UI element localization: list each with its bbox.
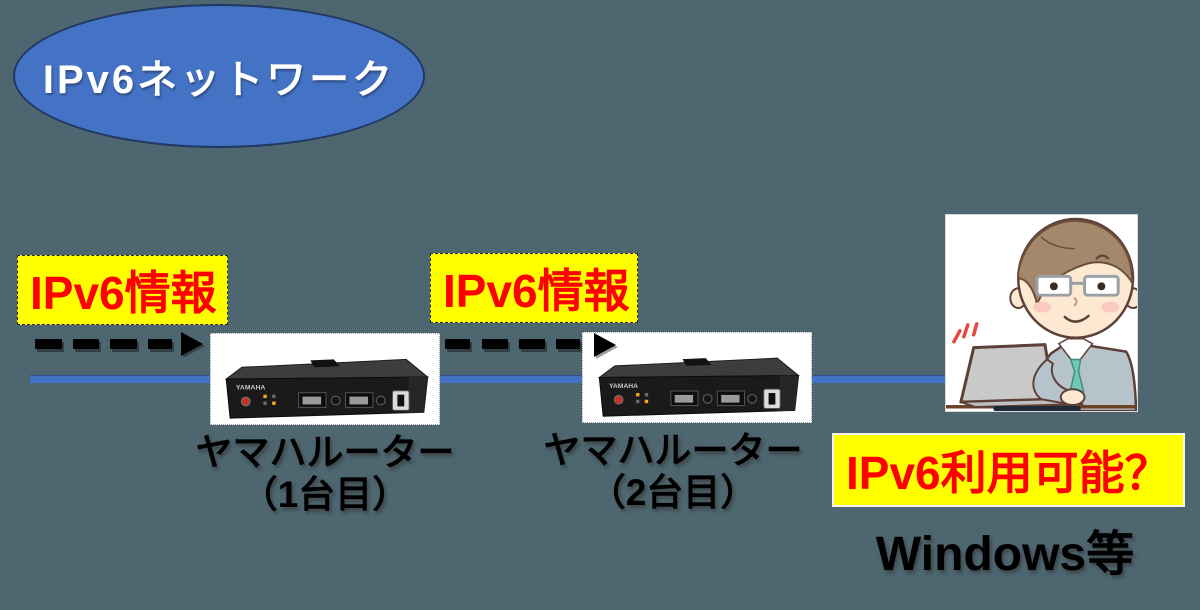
router1-image-box: YAMAHA xyxy=(210,333,440,425)
arrow-head-icon xyxy=(594,333,616,357)
router1-unit: （1台目） xyxy=(240,474,410,515)
businessman-laptop-icon xyxy=(946,217,1137,411)
arrow-dash xyxy=(35,339,62,349)
arrow-dash xyxy=(110,339,137,349)
ipv6-info-label-2: IPv6情報 xyxy=(430,253,638,323)
network-link-line xyxy=(30,375,947,383)
arrow-dash xyxy=(73,339,99,349)
client-os-caption: Windows等 xyxy=(820,514,1190,584)
arrow-dash xyxy=(482,339,508,349)
client-image-box xyxy=(945,214,1138,412)
ipv6-availability-text: IPv6利用可能？ xyxy=(846,447,1171,499)
ipv6-network-label: IPv6ネットワーク xyxy=(42,58,396,102)
router1-name: ヤマハルーター xyxy=(195,432,455,473)
router2-unit: （2台目） xyxy=(588,472,758,513)
arrow-dash xyxy=(519,339,545,349)
router2-caption: ヤマハルーター （2台目） xyxy=(518,430,828,514)
ipv6-info-text-1: IPv6情報 xyxy=(30,267,217,319)
yamaha-router-icon: YAMAHA xyxy=(597,357,800,417)
arrow-dash xyxy=(556,339,580,349)
svg-text:YAMAHA: YAMAHA xyxy=(609,383,638,390)
arrow-dash xyxy=(445,339,470,349)
yamaha-router-icon: YAMAHA xyxy=(224,358,430,419)
client-os-text: Windows等 xyxy=(875,528,1135,581)
router1-caption: ヤマハルーター （1台目） xyxy=(170,432,480,516)
ipv6-info-label-1: IPv6情報 xyxy=(17,255,228,325)
ipv6-availability-label: IPv6利用可能？ xyxy=(832,433,1185,507)
arrow-head-icon xyxy=(181,332,203,356)
ipv6-network-ellipse: IPv6ネットワーク xyxy=(13,4,425,148)
svg-text:YAMAHA: YAMAHA xyxy=(236,385,265,392)
arrow-dash xyxy=(148,339,172,349)
router2-name: ヤマハルーター xyxy=(543,430,803,471)
ipv6-info-text-2: IPv6情報 xyxy=(443,265,630,317)
router2-image-box: YAMAHA xyxy=(582,332,812,423)
